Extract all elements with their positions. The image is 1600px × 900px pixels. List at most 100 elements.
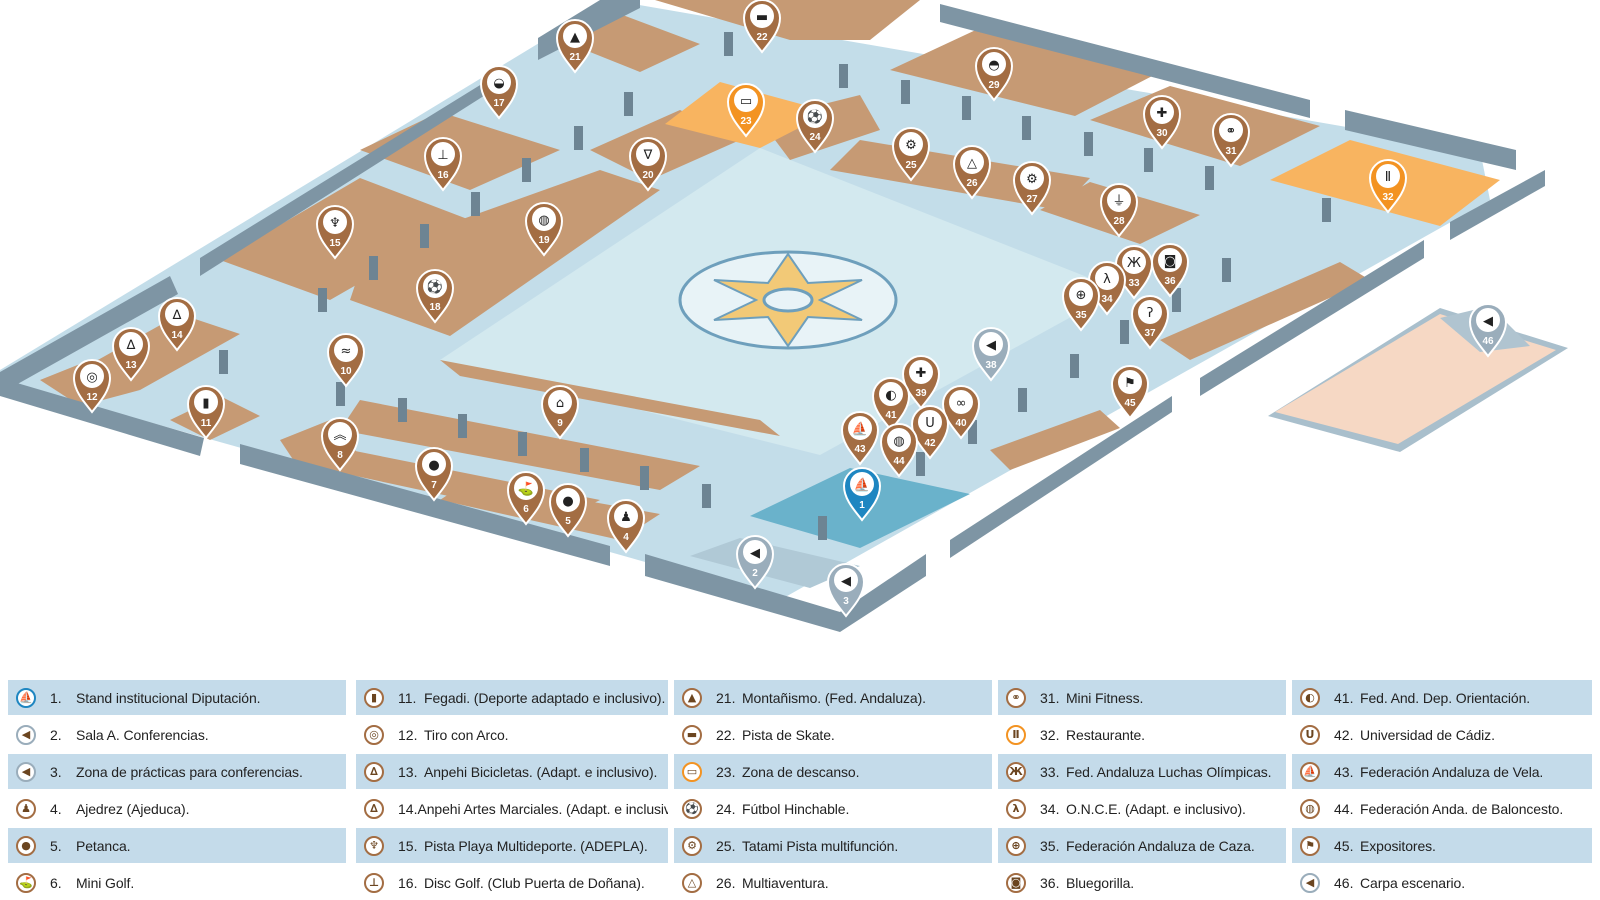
legend-item: ∆14.Anpehi Artes Marciales. (Adapt. e in… [356,791,668,826]
map-marker-number: 33 [1128,278,1140,289]
map-marker-45[interactable]: ⚑ 45 [1110,365,1150,420]
map-marker-41[interactable]: ◐41 [871,377,911,432]
legend-number: 41. [1334,689,1354,706]
map-marker-8[interactable]: ︽8 [320,417,360,472]
map-marker-number: 22 [756,32,768,43]
legend-label: Carpa escenario. [1360,874,1466,891]
sailboat-icon: ⛵ [1300,761,1320,782]
golf-icon [514,476,538,500]
map-marker-28[interactable]: ⏚28 [1099,183,1139,238]
map-marker-26[interactable]: △26 [952,145,992,200]
map-marker-number: 10 [340,366,352,377]
exhibitor-icon: ⚑ [1300,835,1320,856]
legend-label: Federación Anda. de Baloncesto. [1360,800,1564,817]
map-marker-44[interactable]: ◍44 [879,423,919,478]
legend-number: 24. [716,800,736,817]
map-marker-number: 8 [337,450,343,461]
tent-icon [960,150,984,174]
legend-item: ⛳6.Mini Golf. [8,865,346,900]
map-marker-11[interactable]: ▮ 11 [186,385,226,440]
map-marker-15[interactable]: ♆15 [315,205,355,260]
map-marker-9[interactable]: ⌂9 [540,385,580,440]
legend-number: 33. [1040,763,1060,780]
pillars [219,32,1331,540]
legend-item: ♆15.Pista Playa Multideporte. (ADEPLA). [356,828,668,863]
map-marker-16[interactable]: ⊥16 [423,137,463,192]
legend-item: ⛵1.Stand institucional Diputación. [8,680,346,715]
map-marker-1[interactable]: ⛵1 [842,467,882,522]
megaphone-gear-icon [834,568,858,592]
gamepad-icon-glyph: ✚ [1157,106,1168,121]
map-marker-number: 37 [1144,328,1156,339]
map-marker-2[interactable]: ◀2 [735,535,775,590]
ground-icon-glyph: ⏚ [1112,194,1125,209]
map-marker-3[interactable]: ◀3 [826,563,866,618]
map-marker-29[interactable]: ◓29 [974,47,1014,102]
map-marker-10[interactable]: ≈10 [326,333,366,388]
petanque-icon-glyph: ● [562,494,573,509]
map-marker-22[interactable]: ▬22 [742,0,782,54]
map-marker-6[interactable]: ⛳6 [506,471,546,526]
map-marker-17[interactable]: ◒17 [479,65,519,120]
bicycle-icon-glyph: ∆ [126,338,136,353]
map-marker-35[interactable]: ⊕35 [1061,277,1101,332]
legend-number: 32. [1040,726,1060,743]
bicycle-icon [119,332,143,356]
map-marker-number: 3 [843,596,849,607]
map-marker-number: 2 [752,568,758,579]
museum-icon-glyph: ⌂ [556,396,564,411]
legend-item: ●5.Petanca. [8,828,346,863]
map-marker-number: 11 [201,418,212,429]
map-marker-7[interactable]: ●7 [414,447,454,502]
legend-label: Federación Andaluza de Vela. [1360,763,1544,780]
map-marker-36[interactable]: ◙36 [1150,243,1190,298]
map-marker-20[interactable]: ∇20 [628,137,668,192]
institutional-icon: ⛵ [16,687,36,708]
megaphone-icon-glyph: ◀ [750,546,760,561]
exhibitor-icon [1118,370,1142,394]
map-marker-25[interactable]: ⚙25 [891,127,931,182]
map-marker-24[interactable]: ⚽24 [795,99,835,154]
chevrons-icon-glyph: ︽ [333,428,346,443]
map-marker-number: 43 [854,444,866,455]
uca-icon-glyph: U [925,416,935,431]
map-marker-number: 13 [125,360,137,371]
exhibitor-icon-glyph: ⚑ [1124,376,1136,391]
legend-number: 43. [1334,763,1354,780]
map-marker-46[interactable]: ◀46 [1468,303,1508,358]
legend-item: ⚑45.Expositores. [1292,828,1592,863]
disc-golf-icon: ⊥ [364,872,384,893]
map-marker-number: 41 [885,410,897,421]
triangle-icon [636,142,660,166]
map-marker-19[interactable]: ◍19 [524,202,564,257]
map-marker-18[interactable]: ⚽18 [415,269,455,324]
basketball-icon: ◍ [1300,798,1320,819]
map-marker-43[interactable]: ⛵43 [840,411,880,466]
map-marker-12[interactable]: ◎12 [72,359,112,414]
legend-number: 1. [50,689,62,706]
map-marker-39[interactable]: ✚39 [901,355,941,410]
basketball-icon [532,207,556,231]
soccer-ball-icon-glyph: ⚽ [806,109,823,125]
map-marker-number: 45 [1124,398,1136,409]
map-marker-23[interactable]: ▭23 [726,83,766,138]
map-marker-27[interactable]: ⚙27 [1012,161,1052,216]
map-marker-14[interactable]: ∆14 [157,297,197,352]
uca-icon [918,410,942,434]
map-marker-37[interactable]: ʔ 37 [1130,295,1170,350]
ear-icon-glyph: ʔ [1147,306,1154,321]
fork-knife-icon [1376,164,1400,188]
map-marker-5[interactable]: ●5 [548,483,588,538]
map-marker-4[interactable]: ♟4 [606,499,646,554]
map-marker-30[interactable]: ✚30 [1142,95,1182,150]
fegadi-icon-glyph: ▮ [202,396,209,411]
map-marker-13[interactable]: ∆ 13 [111,327,151,382]
map-marker-38[interactable]: ◀38 [971,327,1011,382]
map-marker-21[interactable]: ▲21 [555,19,595,74]
basketball-icon [887,428,911,452]
sneaker-icon [982,52,1006,76]
map-marker-40[interactable]: ∞40 [941,385,981,440]
map-marker-31[interactable]: ⚭31 [1211,113,1251,168]
bench-icon-glyph: ▭ [740,94,752,109]
